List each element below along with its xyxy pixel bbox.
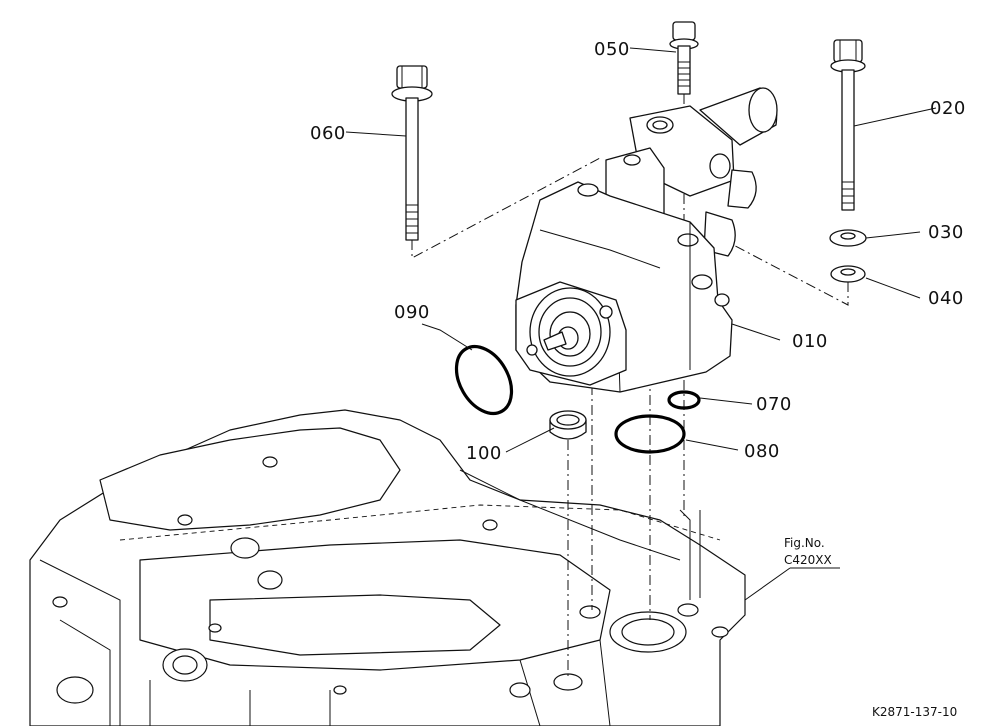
o-ring-080 xyxy=(614,414,686,454)
figure-number-code: C420XX xyxy=(784,553,832,567)
drawing-reference-code: K2871-137-10 xyxy=(872,705,957,719)
callout-060: 060 xyxy=(310,123,346,144)
callout-040: 040 xyxy=(928,288,964,309)
bolt-060 xyxy=(391,65,433,241)
bolt-050 xyxy=(669,21,699,95)
callout-010: 010 xyxy=(792,331,828,352)
callout-labels: 060 050 020 030 040 010 070 080 090 100 xyxy=(310,39,966,464)
oil-seal-100 xyxy=(549,410,587,440)
callout-090: 090 xyxy=(394,302,430,323)
figure-number-label: Fig.No. xyxy=(784,536,825,550)
leader-lines xyxy=(345,47,937,601)
figure-reference: Fig.No. C420XX K2871-137-10 xyxy=(784,536,957,719)
callout-030: 030 xyxy=(928,222,964,243)
hydraulic-pump-assembly-010 xyxy=(515,87,778,393)
transmission-case xyxy=(29,409,746,726)
o-ring-090 xyxy=(454,344,514,416)
callout-080: 080 xyxy=(744,441,780,462)
callout-070: 070 xyxy=(756,394,792,415)
callout-100: 100 xyxy=(466,443,502,464)
washer-040 xyxy=(830,265,866,283)
o-ring-070 xyxy=(667,390,701,410)
washer-030 xyxy=(829,229,867,247)
callout-020: 020 xyxy=(930,98,966,119)
callout-050: 050 xyxy=(594,39,630,60)
bolt-020 xyxy=(830,39,866,211)
